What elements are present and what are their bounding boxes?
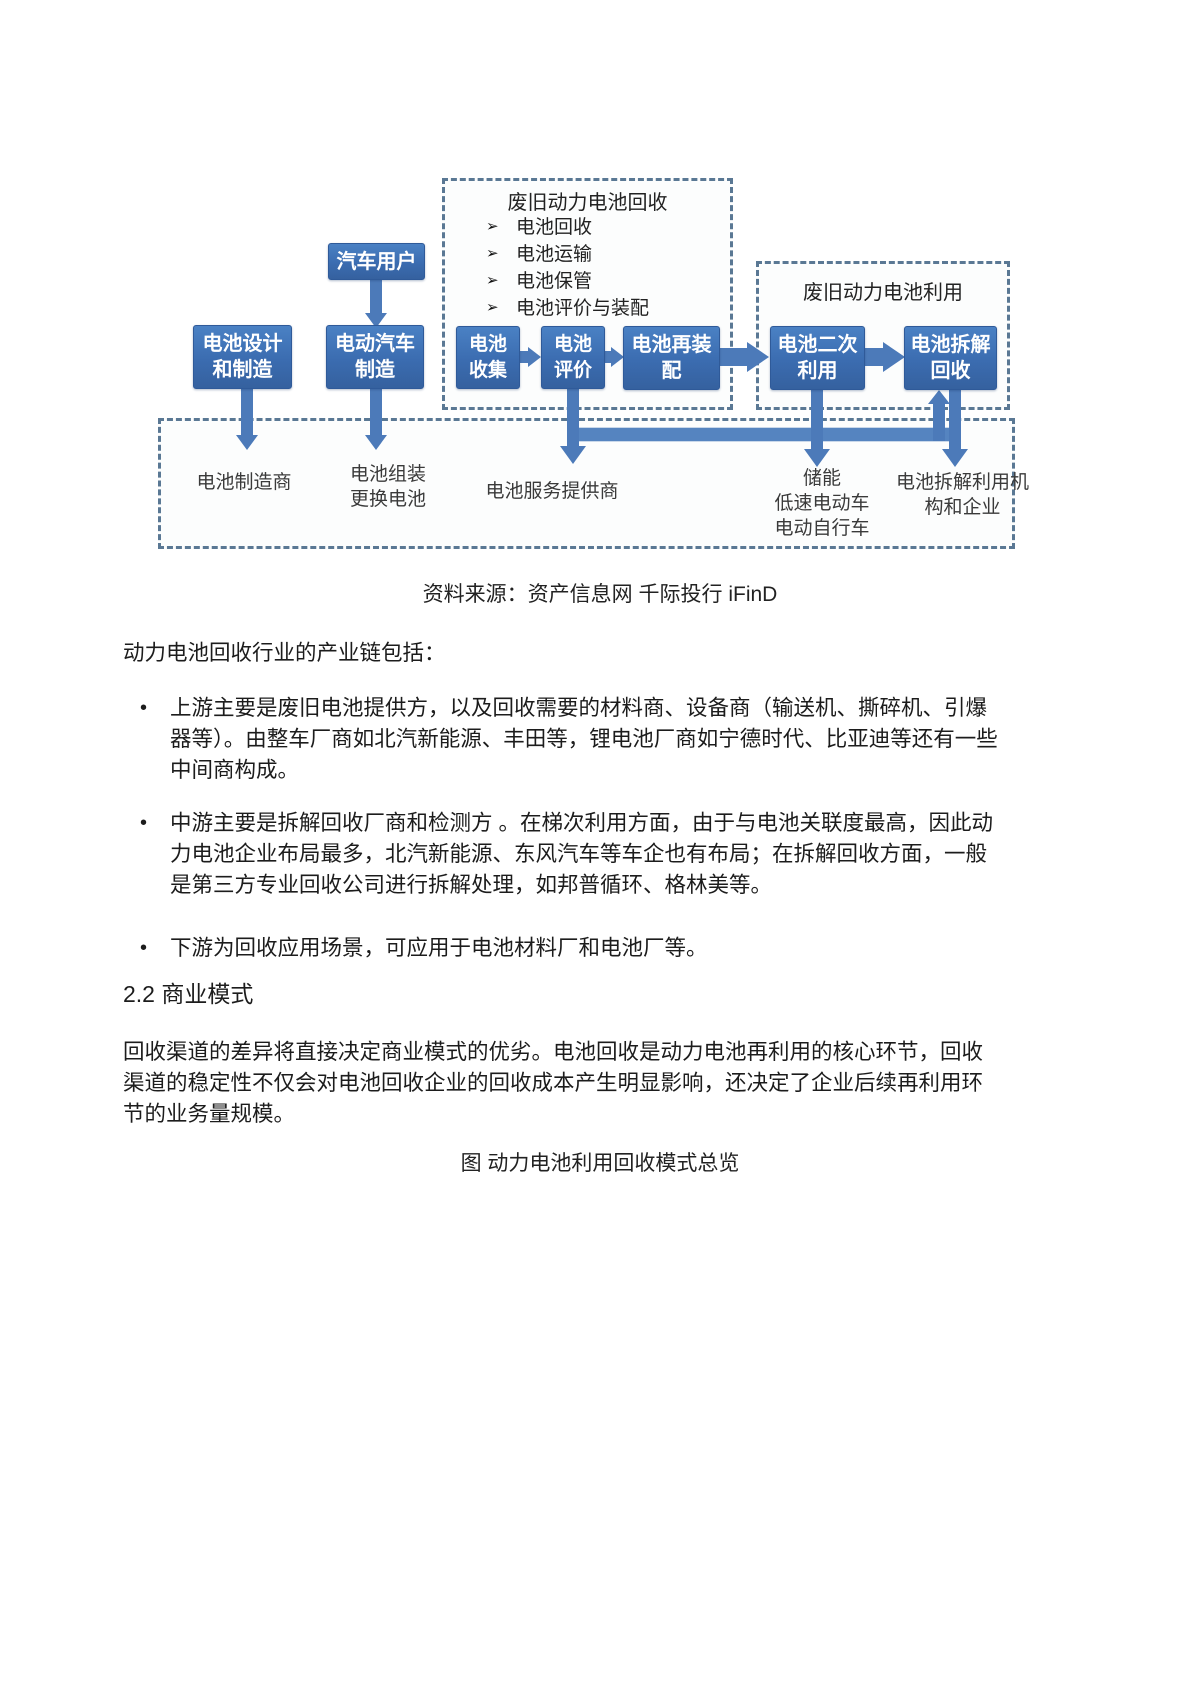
section-heading: 2.2 商业模式: [123, 981, 254, 1007]
source-attribution: 资料来源：资产信息网 千际投行 iFinD: [422, 583, 778, 606]
node-battery-design: 电池设计 和制造: [193, 325, 292, 389]
label-battery-assemble: 电池组装 更换电池: [349, 464, 426, 510]
bullet-item-upstream: • 上游主要是废旧电池提供方，以及回收需要的材料商、设备商（输送机、撕碎机、引爆…: [140, 693, 1002, 786]
arrow-repack-to-second: [720, 348, 748, 366]
arrowhead-down-icon: [560, 446, 586, 464]
arrow-eval-to-service: [567, 389, 579, 447]
intro-paragraph: 动力电池回收行业的产业链包括：: [123, 641, 446, 665]
label-battery-service: 电池服务提供商: [485, 481, 619, 502]
arrowhead-right-icon: [747, 342, 769, 372]
arrowhead-bullet-icon: ➢: [486, 244, 499, 262]
arrowhead-down-icon: [365, 435, 387, 450]
arrow-collect-to-eval: [520, 351, 529, 363]
arrowhead-bullet-icon: ➢: [486, 271, 499, 289]
arrowhead-right-icon: [528, 347, 541, 367]
node-car-user: 汽车用户: [328, 243, 425, 280]
arrowhead-bullet-icon: ➢: [486, 217, 499, 235]
label-battery-maker: 电池制造商: [196, 472, 292, 493]
list-item: ➢ 电池评价与装配: [486, 298, 650, 319]
body-paragraph: 回收渠道的差异将直接决定商业模式的优劣。电池回收是动力电池再利用的核心环节，回收…: [123, 1040, 984, 1126]
reuse-group-title: 废旧动力电池利用: [803, 282, 963, 304]
arrow-user-to-ev: [370, 280, 382, 314]
list-item: ➢ 电池运输: [486, 244, 593, 265]
arrowhead-down-icon: [804, 449, 830, 467]
arrow-second-to-storage: [811, 389, 823, 450]
arrow-eval-to-repack: [605, 351, 613, 363]
bullet-dot-icon: •: [140, 812, 148, 834]
figure-caption: 图 动力电池利用回收模式总览: [460, 1152, 740, 1175]
bullet-dot-icon: •: [140, 697, 148, 719]
arrow-design-to-maker: [241, 389, 253, 436]
label-dismantle-org: 电池拆解利用机 构和企业: [895, 472, 1029, 518]
arrowhead-down-icon: [365, 313, 387, 328]
arrowhead-bullet-icon: ➢: [486, 298, 499, 316]
arrowhead-down-icon: [942, 449, 968, 467]
list-item: ➢ 电池回收: [486, 217, 593, 238]
bullet-item-midstream: • 中游主要是拆解回收厂商和检测方 。在梯次利用方面，由于与电池关联度最高，因此…: [140, 808, 1002, 901]
distribution-bar: [573, 428, 958, 441]
node-battery-second-use: 电池二次 利用: [770, 326, 865, 390]
arrow-dismantle-to-org: [949, 389, 961, 450]
arrow-second-to-dismantle: [865, 348, 885, 366]
node-battery-dismantle: 电池拆解 回收: [904, 326, 997, 390]
node-battery-evaluate: 电池 评价: [541, 326, 605, 389]
arrowhead-right-icon: [611, 347, 624, 367]
label-energy-storage: 储能 低速电动车 电动自行车: [774, 468, 870, 539]
arrow-bar-to-dismantle: [933, 403, 945, 441]
recycle-item-list: ➢ 电池回收 ➢ 电池运输 ➢ 电池保管 ➢ 电池评价与装配: [486, 212, 649, 320]
arrowhead-right-icon: [883, 342, 905, 372]
bullet-item-downstream: • 下游为回收应用场景，可应用于电池材料厂和电池厂等。: [140, 933, 1002, 964]
recycle-group-title: 废旧动力电池回收: [507, 192, 668, 214]
arrow-ev-to-assemble: [370, 389, 382, 436]
node-ev-manufacture: 电动汽车 制造: [326, 325, 424, 389]
arrowhead-up-icon: [928, 390, 950, 404]
node-battery-repack: 电池再装 配: [623, 326, 720, 390]
node-battery-collect: 电池 收集: [456, 326, 520, 389]
arrowhead-down-icon: [236, 435, 258, 450]
list-item: ➢ 电池保管: [486, 271, 593, 292]
bullet-dot-icon: •: [140, 937, 148, 959]
